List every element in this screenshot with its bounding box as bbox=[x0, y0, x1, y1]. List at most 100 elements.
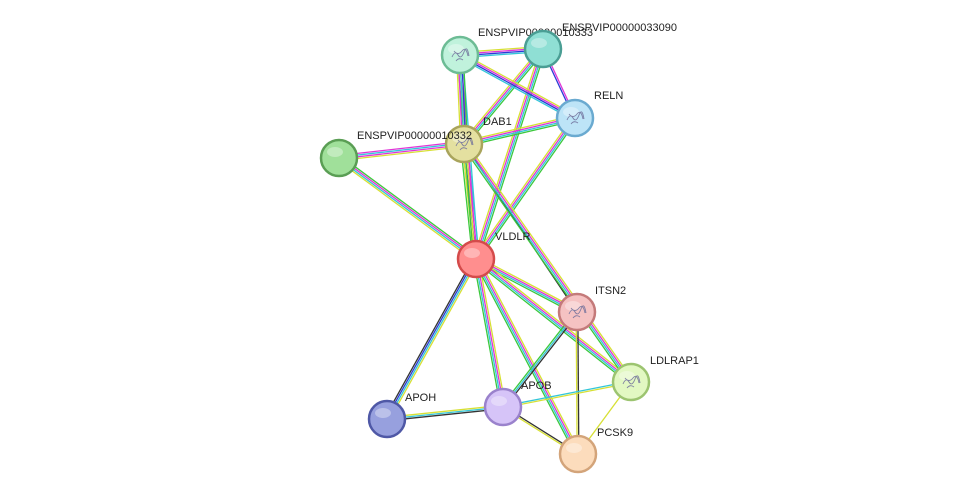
edge-channel bbox=[337, 159, 475, 262]
node-circle[interactable] bbox=[440, 35, 480, 75]
node-circle[interactable] bbox=[557, 292, 597, 332]
node-circle[interactable] bbox=[523, 29, 563, 69]
node-circle[interactable] bbox=[555, 98, 595, 138]
edge-channel bbox=[458, 56, 575, 121]
edge-channel bbox=[461, 46, 542, 143]
node-highlight bbox=[619, 371, 635, 381]
edge-channel bbox=[340, 155, 478, 258]
node-apob[interactable]: APOB bbox=[483, 380, 552, 427]
edge-channel bbox=[386, 406, 504, 420]
edge-channel bbox=[477, 119, 578, 261]
node-vldlr[interactable]: VLDLR bbox=[456, 231, 531, 279]
edge-channel bbox=[472, 259, 502, 408]
edge-channel bbox=[339, 156, 477, 259]
edge-channel bbox=[459, 55, 575, 120]
node-highlight bbox=[531, 38, 547, 48]
protein-structure-icon bbox=[622, 375, 641, 389]
node-highlight bbox=[565, 301, 581, 311]
protein-structure-icon bbox=[568, 305, 587, 319]
node-circle[interactable] bbox=[319, 138, 359, 178]
node-label-enspvip00000010332: ENSPVIP00000010332 bbox=[357, 130, 472, 142]
node-reln[interactable]: RELN bbox=[555, 90, 623, 138]
node-ldlrap1[interactable]: LDLRAP1 bbox=[611, 355, 699, 402]
edge-channel bbox=[502, 311, 578, 408]
edge-channel bbox=[474, 260, 630, 385]
node-circle[interactable] bbox=[483, 387, 523, 427]
edge-channel bbox=[476, 258, 505, 407]
node-highlight bbox=[452, 133, 468, 143]
edge-apob-ldlrap1 bbox=[502, 380, 632, 409]
edge-channel bbox=[474, 259, 503, 408]
node-itsn2[interactable]: ITSN2 bbox=[557, 285, 626, 332]
node-circle[interactable] bbox=[611, 362, 651, 402]
edge-channel bbox=[464, 143, 633, 382]
edge-channel bbox=[386, 404, 503, 418]
edge-channel bbox=[477, 49, 547, 260]
node-circle[interactable] bbox=[558, 434, 598, 474]
node-apoh[interactable]: APOH bbox=[367, 392, 436, 439]
node-label-apob: APOB bbox=[521, 380, 552, 392]
node-dab1[interactable]: DAB1 bbox=[444, 116, 512, 164]
edge-channel bbox=[477, 258, 507, 407]
edge-channel bbox=[477, 256, 633, 381]
edge-channel bbox=[388, 259, 479, 421]
edge-channel bbox=[502, 380, 631, 407]
edge-channel bbox=[462, 48, 543, 144]
node-label-apoh: APOH bbox=[405, 392, 436, 404]
node-highlight bbox=[491, 396, 507, 406]
edge-channel bbox=[473, 259, 577, 456]
edge-channel bbox=[503, 312, 579, 409]
edge-channel bbox=[387, 259, 478, 420]
edge-channel bbox=[465, 142, 634, 381]
edge-itsn2-apob bbox=[501, 310, 579, 409]
edge-channel bbox=[477, 257, 581, 454]
node-circle[interactable] bbox=[456, 239, 496, 279]
edge-itsn2-pcsk9 bbox=[575, 311, 580, 455]
edge-channel bbox=[577, 311, 580, 454]
node-enspvip00000033090[interactable]: ENSPVIP00000033090 bbox=[523, 22, 677, 69]
edge-channel bbox=[474, 117, 575, 259]
edge-vldlr-enspvip00000010332 bbox=[337, 155, 478, 262]
protein-structure-icon bbox=[451, 48, 470, 62]
edge-channel bbox=[476, 118, 577, 260]
edge-channel bbox=[459, 144, 474, 260]
node-highlight bbox=[448, 44, 464, 54]
edge-channel bbox=[501, 310, 577, 407]
edge-enspvip00000010333-reln bbox=[458, 52, 577, 121]
node-enspvip00000010332[interactable]: ENSPVIP00000010332 bbox=[319, 130, 472, 178]
node-label-pcsk9: PCSK9 bbox=[597, 427, 633, 439]
edge-channel bbox=[387, 408, 504, 422]
node-label-vldlr: VLDLR bbox=[495, 231, 531, 243]
edge-channel bbox=[384, 257, 475, 419]
node-highlight bbox=[563, 107, 579, 117]
edge-vldlr-apoh bbox=[384, 257, 479, 421]
edge-vldlr-apob bbox=[472, 258, 507, 408]
node-label-enspvip00000033090: ENSPVIP00000033090 bbox=[562, 22, 677, 34]
node-pcsk9[interactable]: PCSK9 bbox=[558, 427, 633, 474]
edge-channel bbox=[472, 48, 542, 259]
edge-channel bbox=[339, 145, 465, 162]
edge-channel bbox=[476, 258, 580, 454]
node-label-ldlrap1: LDLRAP1 bbox=[650, 355, 699, 367]
edge-channel bbox=[460, 52, 577, 117]
protein-structure-icon bbox=[455, 137, 474, 151]
edge-channel bbox=[385, 258, 476, 419]
edge-dab1-enspvip00000010332 bbox=[338, 140, 465, 162]
edge-vldlr-enspvip00000033090 bbox=[472, 48, 547, 260]
edge-vldlr-reln bbox=[473, 116, 578, 261]
node-label-itsn2: ITSN2 bbox=[595, 285, 626, 297]
node-label-reln: RELN bbox=[594, 90, 623, 102]
edge-channel bbox=[475, 259, 631, 384]
edge-vldlr-ldlrap1 bbox=[474, 256, 633, 385]
edge-channel bbox=[338, 140, 464, 157]
protein-structure-icon bbox=[566, 111, 585, 125]
edge-channel bbox=[462, 144, 631, 383]
edge-channel bbox=[338, 158, 476, 261]
node-circle[interactable] bbox=[444, 124, 484, 164]
edge-channel bbox=[338, 142, 464, 158]
edge-channel bbox=[476, 49, 545, 260]
node-circle[interactable] bbox=[367, 399, 407, 439]
edge-channel bbox=[461, 145, 630, 384]
edge-channel bbox=[339, 144, 465, 160]
